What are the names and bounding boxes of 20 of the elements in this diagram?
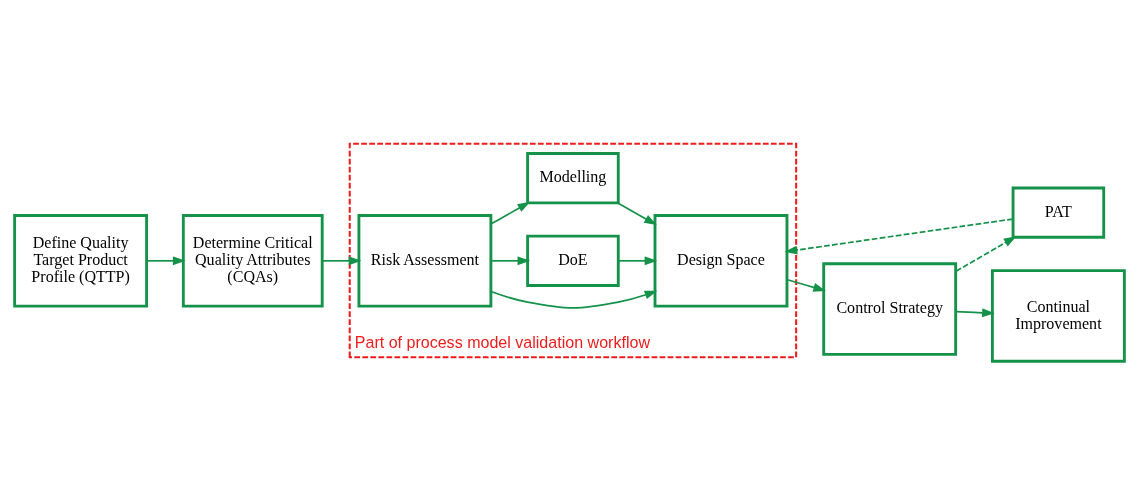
arrow	[490, 290, 658, 309]
node-box: Continual Improvement	[990, 268, 1126, 363]
arrow	[617, 255, 658, 265]
node-box: Risk Assessment	[357, 213, 493, 308]
arrow	[784, 217, 1014, 254]
arrow	[955, 307, 995, 317]
node-box: Define Quality Target Product Profile (QTTP)	[13, 213, 149, 308]
node-box: Determine Critical Quality Attributes (CQAs)	[181, 213, 324, 308]
arrow	[490, 255, 531, 265]
arrow	[786, 278, 826, 292]
node-box: PAT	[1011, 186, 1106, 239]
node-box: Design Space	[653, 213, 789, 308]
arrow	[955, 235, 1017, 272]
node-box: DoE	[526, 234, 620, 287]
arrow	[146, 255, 186, 265]
node-box: Control Strategy	[822, 261, 958, 356]
arrow	[490, 201, 531, 225]
arrow	[616, 201, 657, 225]
arrow	[321, 255, 362, 265]
node-box: Modelling	[526, 151, 620, 204]
